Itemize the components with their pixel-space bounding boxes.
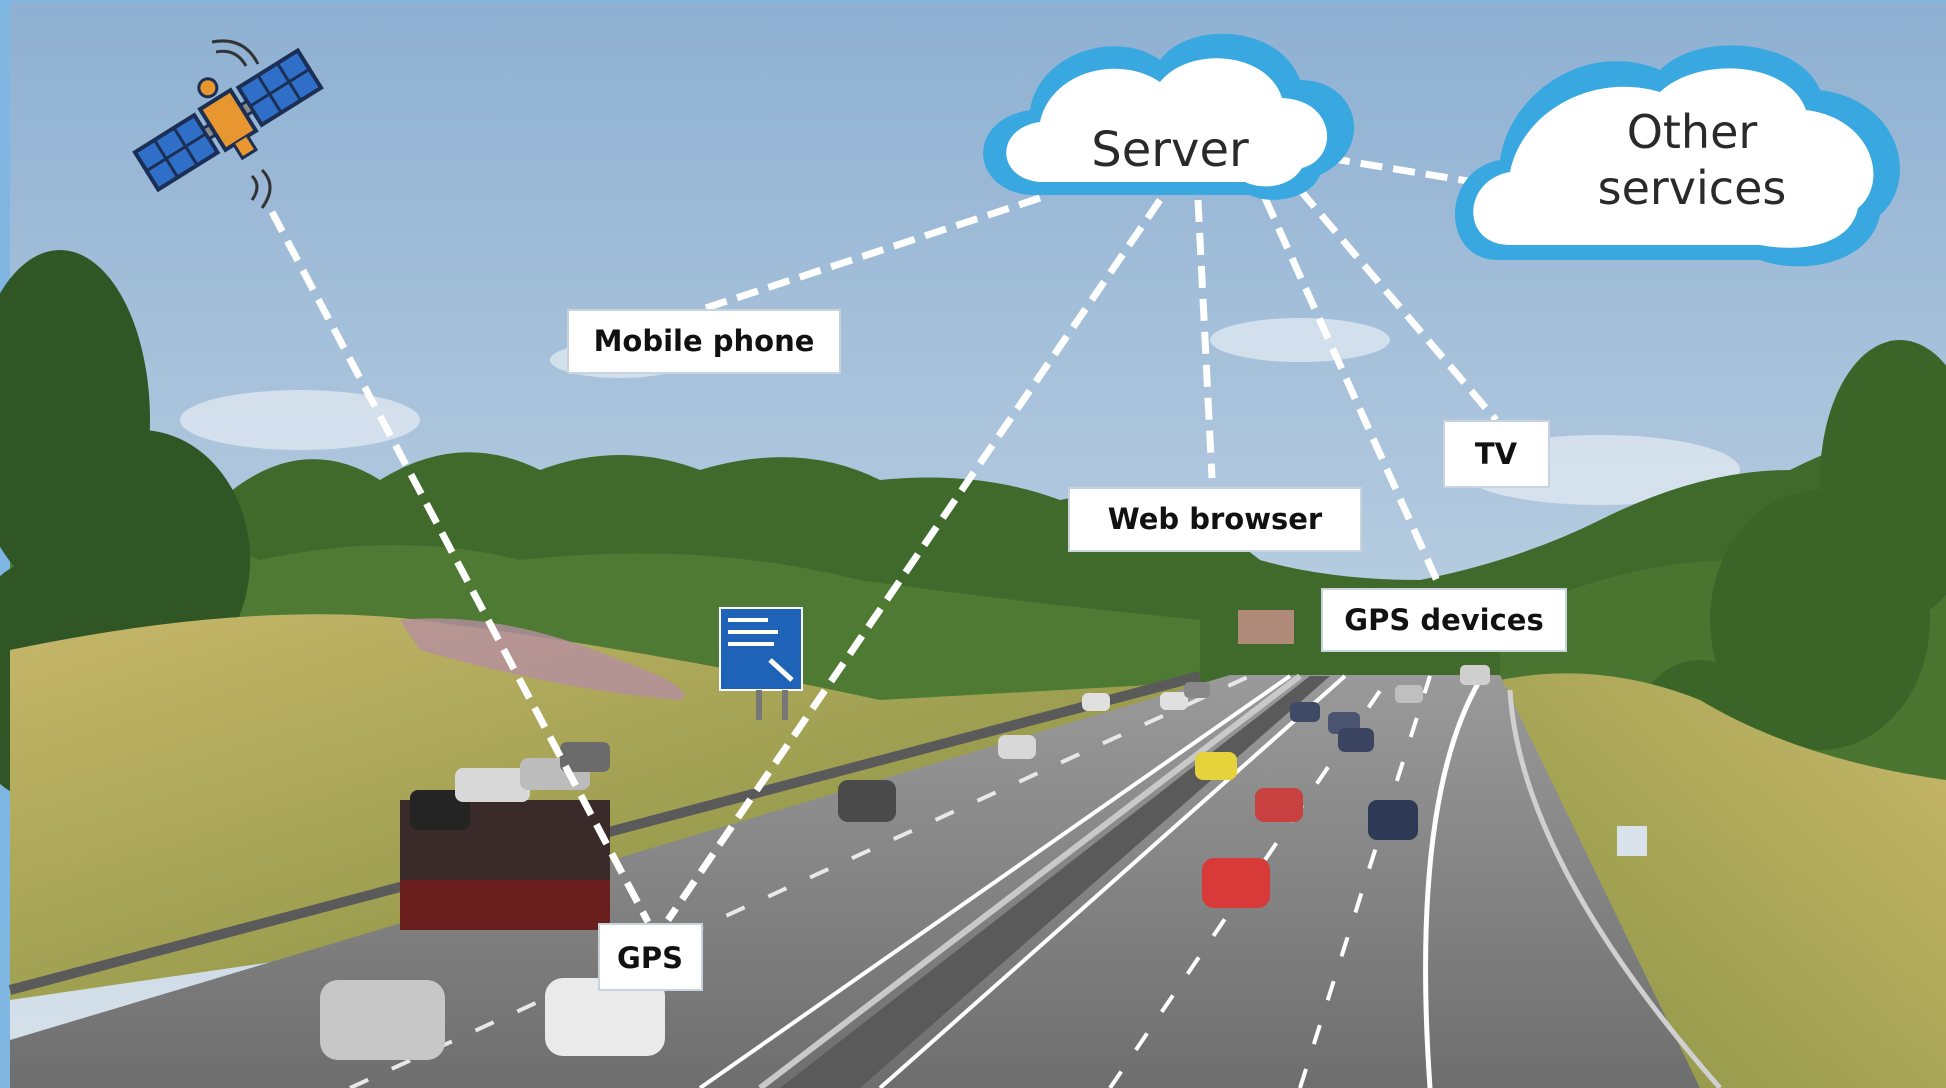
web-browser-label: Web browser xyxy=(1108,502,1323,536)
web-browser-box: Web browser xyxy=(1068,487,1362,552)
satellite-icon xyxy=(132,47,324,193)
gps-devices-label: GPS devices xyxy=(1344,603,1543,637)
mobile-phone-label: Mobile phone xyxy=(594,324,815,358)
lane-edge xyxy=(1423,678,1483,1088)
car-transporter xyxy=(400,742,610,930)
server-cloud: Server xyxy=(983,33,1355,200)
lane-edge xyxy=(878,674,1347,1088)
right-embankment xyxy=(1500,673,1946,1088)
connector-server-web-browser xyxy=(1194,199,1216,479)
gps-box: GPS xyxy=(598,923,703,991)
tv-label: TV xyxy=(1475,437,1518,471)
distant-building xyxy=(1238,610,1294,644)
connectors xyxy=(268,154,1499,924)
server-label: Server xyxy=(1091,122,1249,178)
signal-waves xyxy=(211,39,272,209)
connector-satellite-gps xyxy=(268,210,652,924)
other-services-label-line2: services xyxy=(1598,161,1787,215)
cars xyxy=(320,665,1490,1060)
connector-server-tv xyxy=(1297,187,1499,423)
right-barrier xyxy=(1507,689,1722,1088)
roadside-sign xyxy=(1617,826,1647,856)
mobile-phone-box: Mobile phone xyxy=(567,309,841,374)
other-services-label-line1: Other xyxy=(1627,105,1758,159)
connector-server-gps-devices xyxy=(1261,196,1446,594)
central-reservation xyxy=(780,676,1330,1088)
connector-server-gps xyxy=(665,198,1163,922)
road-sign-icon xyxy=(719,607,803,720)
tv-box: TV xyxy=(1443,420,1550,488)
gps-label: GPS xyxy=(617,941,683,975)
lane-edge xyxy=(698,674,1292,1088)
connector-server-mobile-phone xyxy=(704,194,1042,312)
other-services-cloud: Other services xyxy=(1455,45,1900,267)
crash-barrier xyxy=(758,673,1302,1088)
left-pink-flowers xyxy=(400,618,684,700)
left-embankment xyxy=(10,614,1240,1000)
gps-devices-box: GPS devices xyxy=(1321,588,1567,652)
